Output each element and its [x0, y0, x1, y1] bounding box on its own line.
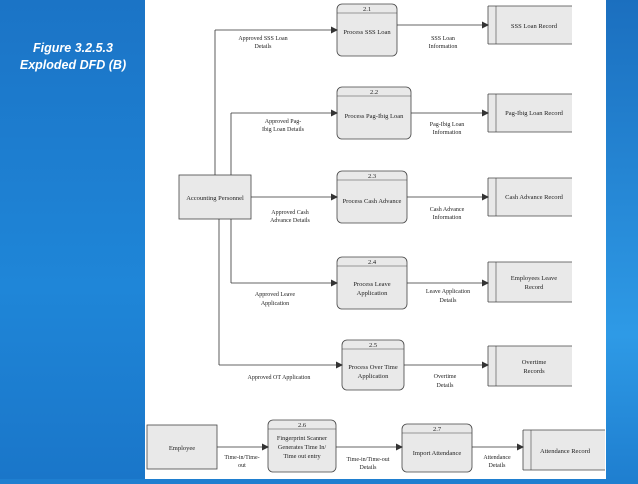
- flow-approved-cash-line1: Approved Cash: [271, 210, 309, 216]
- store-pagibig-loan-record: Pag-Ibig Loan Record: [487, 93, 572, 133]
- flow-leave-details-line2: Details: [440, 298, 458, 304]
- flow-leave-details-line1: Leave Application: [426, 289, 470, 295]
- store-label-line2: Record: [525, 284, 545, 291]
- process-id: 2.2: [370, 89, 378, 96]
- entity-employee: Employee: [146, 424, 218, 470]
- process-label-line3: Time out entry: [283, 453, 321, 460]
- process-2-2: 2.2 Process Pag-Ibig Loan: [336, 86, 412, 140]
- store-label: Cash Advance Record: [505, 194, 564, 201]
- incoming-flow-labels: Approved SSS Loan Details Approved Pag- …: [238, 36, 310, 381]
- flow-approved-sss-line2: Details: [255, 44, 273, 50]
- process-label-line2: Application: [358, 373, 389, 380]
- flow-pagibig-info-line1: Pag-Ibig Loan: [430, 122, 465, 128]
- store-flow-arrows: [397, 21, 489, 369]
- process-2-5: 2.5 Process Over Time Application: [341, 339, 405, 391]
- flow-overtime-details-line2: Details: [437, 383, 455, 389]
- flow-pagibig-info-line2: Information: [433, 129, 462, 136]
- store-cash-advance-record: Cash Advance Record: [487, 177, 572, 217]
- flow-overtime-details-line1: Overtime: [434, 374, 457, 380]
- process-label: Process Pag-Ibig Loan: [345, 113, 405, 120]
- process-id: 2.4: [368, 259, 377, 266]
- process-label: Process Cash Advance: [343, 198, 402, 205]
- outgoing-flow-labels: SSS Loan Information Pag-Ibig Loan Infor…: [426, 36, 470, 389]
- flow-attendance-details-line1: Attendance: [483, 455, 511, 461]
- flow-attendance-details-line2: Details: [489, 463, 507, 469]
- process-label: Process SSS Loan: [343, 29, 391, 36]
- store-sss-loan-record: SSS Loan Record: [487, 5, 572, 45]
- process-id: 2.6: [298, 422, 307, 429]
- flow-approved-leave-line2: Application: [261, 301, 289, 307]
- store-label-line1: Overtime: [522, 359, 547, 366]
- store-label: SSS Loan Record: [511, 23, 558, 30]
- store-employees-leave-record: Employees Leave Record: [487, 261, 572, 303]
- store-overtime-records: Overtime Records: [487, 345, 572, 387]
- process-label-line1: Process Over Time: [348, 364, 398, 371]
- left-blue-panel: [0, 0, 145, 479]
- process-2-6: 2.6 Fingerprint Scanner Generates Time I…: [267, 419, 337, 473]
- process-2-7: 2.7 Import Attendance: [401, 423, 473, 473]
- process-label-line1: Fingerprint Scanner: [277, 435, 328, 442]
- flow-timein-line1: Time-in/Time-: [224, 455, 259, 461]
- diagram-canvas: Accounting Personnel 2.1 Process SSS Loa…: [145, 0, 606, 479]
- flow-approved-ot: Approved OT Application: [248, 375, 311, 381]
- process-2-3: 2.3 Process Cash Advance: [336, 170, 408, 224]
- bottom-flow-labels: Time-in/Time- out Time-in/Time-out Detai…: [224, 455, 511, 471]
- caption-title: Exploded DFD (B): [19, 58, 127, 72]
- figure-caption: Figure 3.2.5.3 Exploded DFD (B): [6, 40, 140, 74]
- store-label: Attendance Record: [540, 448, 591, 455]
- flow-cash-info-line1: Cash Advance: [430, 207, 465, 213]
- store-label-line1: Employees Leave: [511, 275, 557, 282]
- accounting-flow-trunk: [214, 26, 343, 369]
- process-id: 2.7: [433, 426, 442, 433]
- process-id: 2.1: [363, 6, 371, 13]
- flow-sss-info-line2: Information: [429, 43, 458, 50]
- caption-figure-number: Figure 3.2.5.3: [33, 41, 113, 55]
- entity-employee-label: Employee: [169, 445, 195, 452]
- entity-accounting-personnel: Accounting Personnel: [178, 174, 252, 220]
- store-attendance-record: Attendance Record: [522, 429, 605, 471]
- flow-timein-details-line1: Time-in/Time-out: [347, 457, 390, 463]
- flow-approved-pagibig-line1: Approved Pag-: [265, 119, 302, 125]
- process-label: Import Attendance: [413, 450, 462, 457]
- process-label-line1: Process Leave: [353, 281, 390, 288]
- store-label-line2: Records: [523, 368, 545, 375]
- flow-approved-sss-line1: Approved SSS Loan: [238, 36, 287, 42]
- flow-sss-info-line1: SSS Loan: [431, 36, 455, 42]
- flow-timein-line2: out: [238, 463, 246, 469]
- entity-accounting-label: Accounting Personnel: [186, 195, 244, 202]
- process-label-line2: Application: [357, 290, 388, 297]
- store-label: Pag-Ibig Loan Record: [505, 110, 564, 117]
- dfd-diagram: Accounting Personnel 2.1 Process SSS Loa…: [146, 3, 605, 473]
- process-id: 2.3: [368, 173, 376, 180]
- flow-approved-pagibig-line2: Ibig Loan Details: [262, 127, 305, 133]
- process-id: 2.5: [369, 342, 377, 349]
- right-blue-panel: [606, 0, 638, 479]
- flow-approved-cash-line2: Advance Details: [270, 218, 310, 224]
- flow-timein-details-line2: Details: [360, 465, 378, 471]
- process-2-1: 2.1 Process SSS Loan: [336, 3, 398, 57]
- process-label-line2: Generates Time In/: [278, 444, 327, 451]
- flow-approved-leave-line1: Approved Leave: [255, 292, 295, 298]
- flow-cash-info-line2: Information: [433, 214, 462, 221]
- process-2-4: 2.4 Process Leave Application: [336, 256, 408, 310]
